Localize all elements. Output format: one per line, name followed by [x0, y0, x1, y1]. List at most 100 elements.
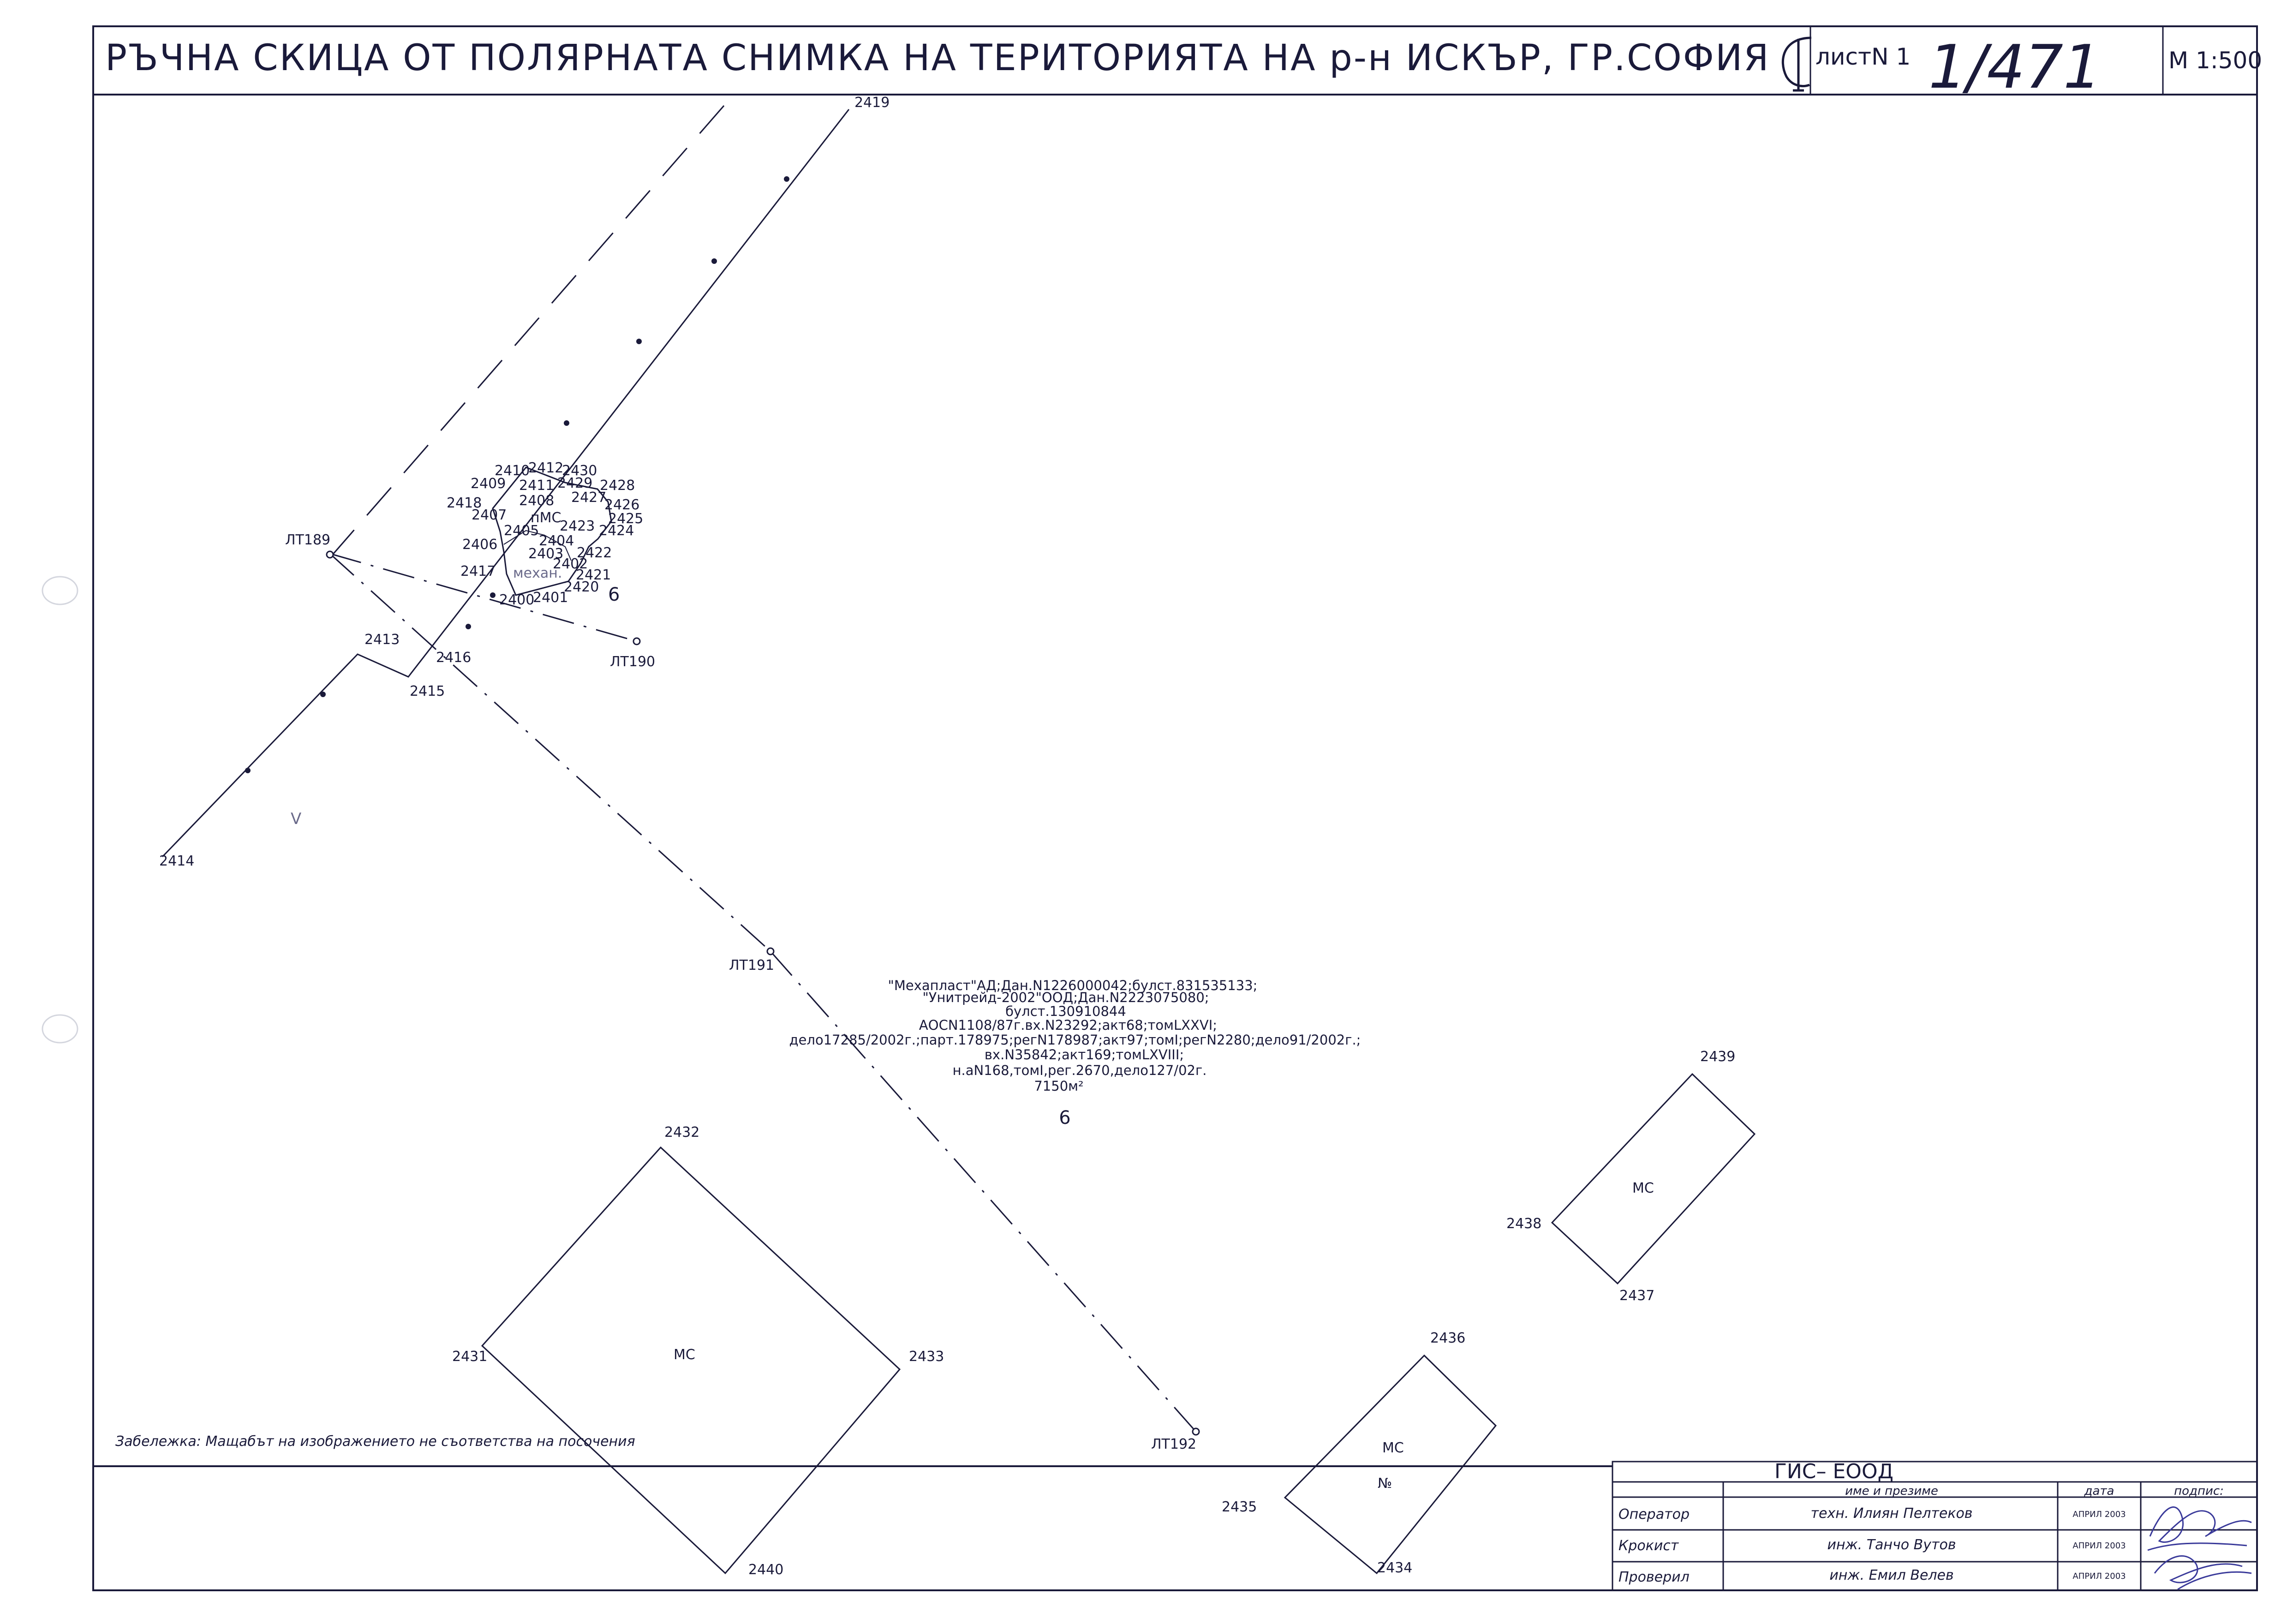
small-building-inner-line — [503, 530, 572, 561]
parcel-owner-annotation: "Мехапласт"АД;Дан.N1226000042;булст.8315… — [789, 978, 1361, 1128]
point-label: 2414 — [159, 853, 194, 869]
point-label: 2440 — [748, 1562, 783, 1578]
property-boundary-line — [161, 109, 850, 858]
point-label: 2436 — [1430, 1330, 1465, 1346]
bottom-building-number-label: № — [1378, 1475, 1392, 1492]
point-label: 2426 — [604, 497, 639, 513]
column-header-name: име и презиме — [1845, 1484, 1938, 1498]
point-label: 2429 — [557, 475, 592, 491]
owner-line: н.аN168,томI,рег.2670,дело127/02г. — [953, 1063, 1207, 1078]
point-label: 2423 — [560, 518, 595, 534]
owner-line: "Унитрейд-2002"ООД;Дан.N2223075080; — [922, 990, 1209, 1005]
small-building-name-label: механ. — [513, 565, 562, 581]
small-building-outline — [492, 466, 612, 596]
point-label: 2406 — [462, 537, 497, 553]
point-label: 2419 — [854, 95, 890, 111]
sketch-title: РЪЧНА СКИЦА ОТ ПОЛЯРНАТА СНИМКА НА ТЕРИТ… — [105, 37, 1770, 79]
title-block: ГИС– ЕООД име и презиме дата подпис: Опе… — [1612, 1460, 2258, 1591]
point-label: 2410 — [495, 463, 530, 479]
point-label: 2415 — [410, 683, 445, 699]
scale-note: Забележка: Мащабът на изображението не с… — [115, 1433, 635, 1450]
row-role: Крокист — [1618, 1538, 1679, 1554]
point-label: 2404 — [539, 533, 574, 549]
point-label: 2408 — [519, 493, 554, 509]
large-building-outline — [481, 1146, 901, 1575]
row-name: инж. Емил Велев — [1829, 1567, 1953, 1583]
point-label: 2413 — [364, 632, 400, 648]
point-label: 2428 — [600, 478, 635, 494]
traverse-label: ЛТ191 — [729, 957, 774, 973]
owner-line: АОСN1108/87г.вх.N23292;акт68;томLXXVI; — [919, 1017, 1217, 1033]
traverse-station-labels: ЛТ189 ЛТ190 ЛТ191 ЛТ192 — [285, 532, 1196, 1452]
sheet-number-handwritten: 1/471 — [1929, 32, 2102, 102]
owner-line: вх.N35842;акт169;томLXVIII; — [985, 1047, 1184, 1063]
row-name: техн. Илиян Пелтеков — [1811, 1505, 1973, 1522]
margin-check-mark: V — [291, 810, 301, 828]
sheet-number-label: листN 1 — [1815, 43, 1911, 70]
point-label: 2438 — [1506, 1216, 1541, 1232]
point-label: 2420 — [564, 579, 599, 595]
boundary-tick-marks — [245, 176, 789, 773]
map-area: 2419 2410 2412 2430 2409 2411 2429 2428 … — [159, 94, 1756, 1578]
traverse-stations — [326, 550, 1200, 1436]
point-label: 2421 — [576, 567, 611, 583]
point-label: 2401 — [533, 590, 568, 606]
point-label: 2402 — [553, 556, 588, 572]
point-label: 2433 — [909, 1349, 944, 1365]
small-building-type-label: пМС — [531, 510, 561, 526]
traverse-label: ЛТ190 — [610, 654, 655, 670]
row-role: Проверил — [1618, 1569, 1690, 1585]
bottom-building-type-label: МС — [1382, 1440, 1404, 1456]
dashed-boundary-line — [329, 94, 734, 558]
point-label: 2412 — [528, 460, 563, 476]
point-label: 2409 — [471, 476, 506, 492]
point-label: 2403 — [528, 546, 563, 562]
point-label: 2418 — [447, 495, 482, 511]
owner-line: булст.130910844 — [1005, 1003, 1126, 1019]
small-parcel-number: 6 — [608, 584, 620, 605]
row-date: АПРИЛ 2003 — [2072, 1510, 2126, 1519]
map-scale: М 1:500 — [2168, 47, 2262, 74]
row-role: Оператор — [1618, 1506, 1690, 1522]
point-label: 2417 — [460, 563, 496, 579]
point-label: 2425 — [608, 511, 643, 527]
point-label: 2400 — [499, 592, 534, 608]
point-label: 2435 — [1222, 1499, 1257, 1515]
point-label: 2427 — [571, 490, 606, 506]
large-building-type-label: МС — [674, 1347, 695, 1363]
point-label: 2430 — [562, 463, 597, 479]
company-logo-icon — [1781, 36, 1812, 92]
point-label: 2439 — [1700, 1049, 1735, 1065]
binder-hole — [42, 1014, 78, 1044]
traverse-lines — [329, 553, 1197, 1432]
right-building-outline — [1551, 1073, 1756, 1285]
row-name: инж. Танчо Вутов — [1827, 1537, 1956, 1553]
company-name: ГИС– ЕООД — [1774, 1460, 1893, 1483]
point-label: 2422 — [577, 545, 612, 561]
point-label: 2407 — [472, 507, 507, 523]
sheet-frame — [92, 25, 2258, 1591]
point-label: 2434 — [1377, 1560, 1412, 1576]
row-date: АПРИЛ 2003 — [2072, 1541, 2126, 1551]
point-label: 2432 — [664, 1124, 699, 1140]
traverse-label: ЛТ189 — [285, 532, 330, 548]
parcel-number: 6 — [1059, 1107, 1070, 1128]
binder-hole — [42, 576, 78, 605]
point-label: 2437 — [1619, 1288, 1654, 1304]
column-header-sign: подпис: — [2174, 1484, 2224, 1498]
point-label: 2411 — [519, 478, 554, 494]
point-label: 2424 — [599, 523, 634, 539]
row-date: АПРИЛ 2003 — [2072, 1571, 2126, 1581]
point-number-labels: 2419 2410 2412 2430 2409 2411 2429 2428 … — [159, 95, 1735, 1578]
bottom-building-outline — [1284, 1354, 1497, 1575]
owner-line: дело17285/2002г.;парт.178975;регN178987;… — [789, 1032, 1361, 1048]
parcel-area: 7150м² — [1034, 1078, 1083, 1094]
right-building-type-label: МС — [1632, 1180, 1654, 1196]
owner-line: "Мехапласт"АД;Дан.N1226000042;булст.8315… — [888, 978, 1258, 993]
point-label: 2405 — [504, 523, 539, 539]
traverse-label: ЛТ192 — [1151, 1436, 1196, 1452]
point-label: 2416 — [436, 650, 471, 666]
signature-icon — [2147, 1506, 2252, 1590]
column-header-date: дата — [2084, 1484, 2114, 1498]
